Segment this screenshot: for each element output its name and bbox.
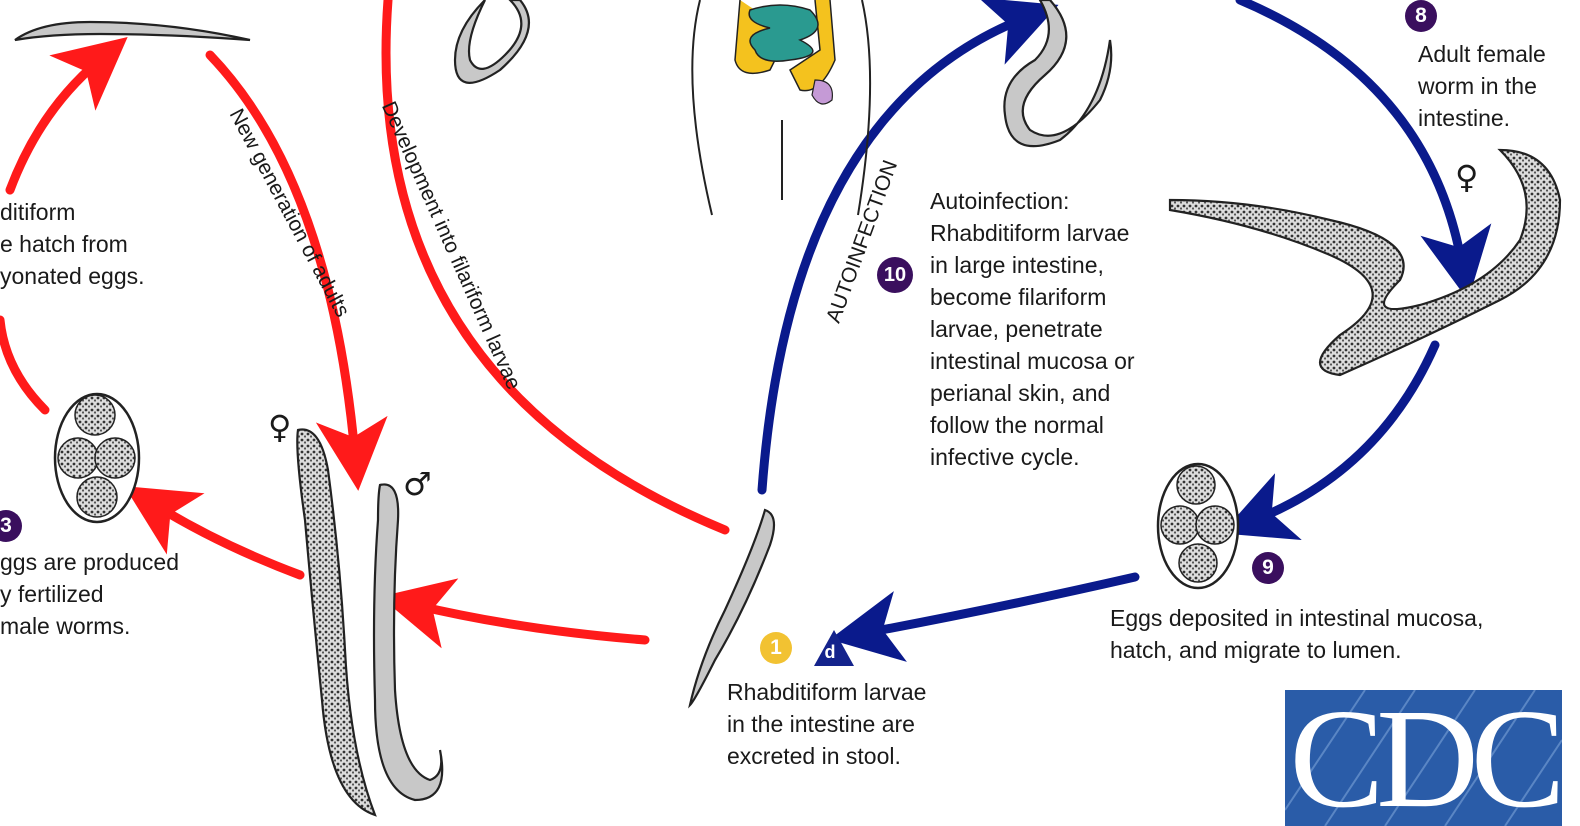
diagnostic-stage-letter: d <box>818 642 842 663</box>
female-symbol: ♀ <box>268 408 291 446</box>
cdc-logo-text: CDC <box>1285 690 1562 826</box>
arrow-to-free-adults <box>10 60 100 190</box>
male-symbol: ♂ <box>403 465 432 503</box>
stage-1-text: Rhabditiform larvae in the intestine are… <box>727 676 926 772</box>
free-living-male-worm <box>374 484 442 800</box>
adult-female-worm-intestine <box>1170 150 1560 375</box>
stage-8-badge: 8 <box>1405 0 1437 32</box>
filariform-larva-worm <box>455 0 529 83</box>
stage-2-text: ditiform e hatch from yonated eggs. <box>0 196 145 292</box>
arrow-development-filariform <box>386 0 725 530</box>
stage-1-badge: 1 <box>760 632 792 664</box>
stage-9-text: Eggs deposited in intestinal mucosa, hat… <box>1110 602 1483 666</box>
free-living-adult-worm <box>15 22 250 40</box>
stage-3-text: ggs are produced y fertilized male worms… <box>0 546 179 642</box>
embryonated-egg-left <box>55 394 139 522</box>
stage-8-text: Adult female worm in the intestine. <box>1418 38 1546 134</box>
arrow-to-rhabditiform <box>865 577 1135 633</box>
stage-9-badge: 9 <box>1252 552 1284 584</box>
free-living-female-worm <box>297 430 375 816</box>
stage-10-text: Autoinfection: Rhabditiform larvae in la… <box>930 185 1135 473</box>
stage-10-badge: 10 <box>877 257 913 293</box>
egg-in-mucosa-right <box>1158 464 1238 588</box>
female-symbol-intestine: ♀ <box>1455 158 1478 196</box>
arrow-to-adults <box>415 605 645 640</box>
cdc-logo: CDC <box>1285 690 1562 826</box>
arrow-eggs-to-larvae <box>0 320 45 410</box>
